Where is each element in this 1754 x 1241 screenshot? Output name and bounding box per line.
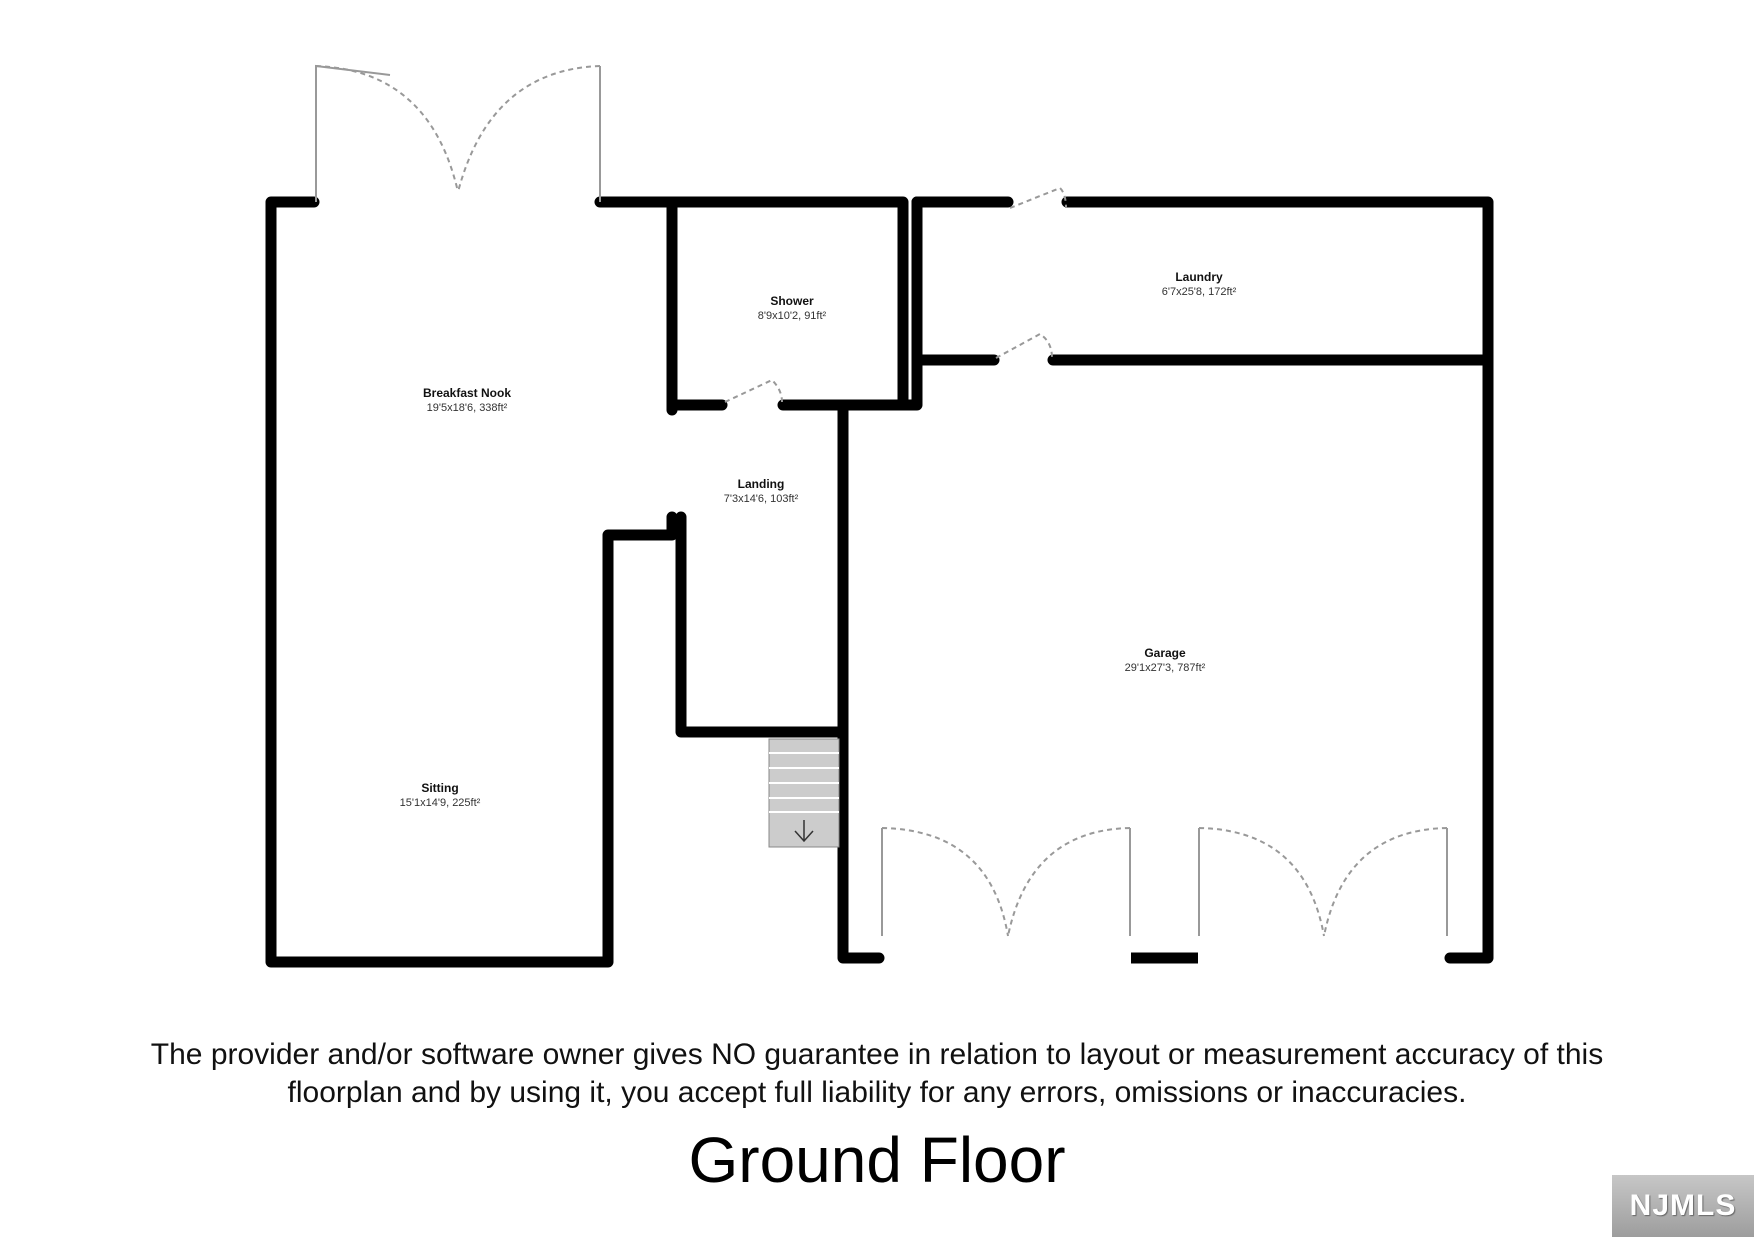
room-name-garage: Garage <box>1144 646 1186 660</box>
wall-laundry-top-right <box>1061 196 1494 366</box>
door-garage-2-swing-right <box>1323 827 1448 937</box>
stairs <box>768 738 840 848</box>
arrow-down-icon <box>794 820 814 843</box>
room-dims-garage: 29'1x27'3, 787ft² <box>1124 662 1206 674</box>
disclaimer-line-1: The provider and/or software owner gives… <box>150 1038 1604 1071</box>
wall-landing <box>675 511 849 738</box>
wall-left-upper <box>265 196 320 636</box>
door-nook-right-swing <box>457 65 601 193</box>
floor-title: Ground Floor <box>688 1124 1066 1196</box>
walls <box>265 196 1494 968</box>
room-dims-breakfast-nook: 19'5x18'6, 338ft² <box>426 402 508 414</box>
room-name-sitting: Sitting <box>421 781 459 795</box>
njmls-logo: NJMLS <box>1612 1175 1754 1237</box>
room-dims-sitting: 15'1x14'9, 225ft² <box>399 797 481 809</box>
disclaimer-line-2: floorplan and by using it, you accept fu… <box>287 1076 1467 1109</box>
door-nook-left-swing <box>315 65 459 193</box>
door-garage-1-swing-right <box>1007 827 1131 937</box>
room-dims-laundry: 6'7x25'8, 172ft² <box>1161 286 1237 298</box>
room-name-shower: Shower <box>770 294 814 308</box>
room-dims-landing: 7'3x14'6, 103ft² <box>723 493 799 505</box>
door-garage-1-swing-left <box>881 827 1009 937</box>
room-name-breakfast-nook: Breakfast Nook <box>422 386 512 400</box>
disclaimer: The provider and/or software owner gives… <box>40 1036 1714 1112</box>
wall-garage-left <box>837 399 885 964</box>
wall-laundry-left <box>837 196 923 411</box>
room-name-landing: Landing <box>737 477 785 491</box>
wall-left-lower <box>265 511 678 968</box>
door-laundry-garage <box>995 332 1053 359</box>
door-garage-2-swing-left <box>1198 827 1325 937</box>
wall-garage-right <box>1444 354 1494 964</box>
room-dims-shower: 8'9x10'2, 91ft² <box>757 310 827 322</box>
door-shower <box>724 378 783 403</box>
door-nook-left-leaf <box>315 64 391 202</box>
wall-top-nook-right <box>594 196 678 416</box>
room-name-laundry: Laundry <box>1175 270 1223 284</box>
logo-text: NJMLS <box>1629 1189 1737 1222</box>
doors <box>315 64 1448 937</box>
door-laundry-top <box>1009 186 1067 209</box>
